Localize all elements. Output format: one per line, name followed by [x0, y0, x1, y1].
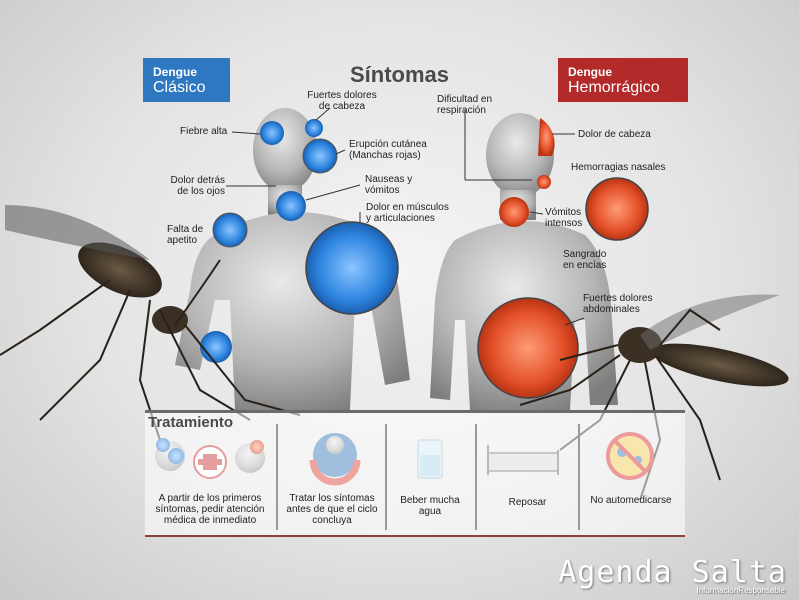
fever-spot	[260, 121, 284, 145]
classic-rash-label: Erupción cutánea (Manchas rojas)	[349, 139, 427, 161]
treatment-divider	[475, 424, 477, 530]
classic-badge-line1: Dengue	[153, 65, 198, 79]
classic-headache-label: Fuertes dolores de cabeza	[307, 90, 377, 112]
classic-fever-label: Fiebre alta	[180, 126, 228, 137]
classic-dengue-badge: Dengue Clásico	[143, 58, 230, 102]
treatment-item: Tratar los síntomas antes de que el cicl…	[286, 493, 378, 526]
treatment-title: Tratamiento	[148, 414, 234, 431]
abdomen-spot	[477, 297, 579, 399]
treatment-item: Beber mucha agua	[400, 495, 460, 517]
joint-spot	[200, 331, 232, 363]
treatment-item: Reposar	[508, 497, 547, 508]
classic-appetite-label: Falta de apetito	[167, 224, 204, 246]
treatment-divider	[578, 424, 580, 530]
hemorrhagic-breathing-label: Dificultad en respiración	[437, 94, 493, 116]
treatment-top-rule	[145, 410, 685, 413]
page-title: Síntomas	[350, 62, 450, 87]
classic-muscle-pain-label: Dolor en músculos y articulaciones	[366, 202, 449, 224]
classic-nausea-label: Nauseas y vómitos	[365, 174, 413, 196]
hemorrhagic-badge-line1: Dengue	[568, 65, 613, 79]
hemorrhagic-dengue-badge: Dengue Hemorrágico	[558, 58, 688, 102]
muscle-spot	[305, 221, 399, 315]
hemorrhagic-vomiting-label: Vómitos intensos	[545, 207, 583, 229]
hemorrhagic-abdominal-label: Fuertes dolores abdominales	[583, 293, 653, 315]
throat-spot	[499, 197, 529, 227]
hemorrhagic-gum-bleeding-label: Sangrado en encías	[563, 249, 607, 271]
classic-badge-line2: Clásico	[153, 79, 206, 96]
treatment-item: A partir de los primeros síntomas, pedir…	[155, 493, 265, 526]
treatment-divider	[276, 424, 278, 530]
nose-spot	[537, 175, 551, 189]
appetite-spot	[212, 212, 248, 248]
head-pain-spot	[538, 118, 555, 156]
treatment-panel	[145, 413, 685, 535]
agenda-salta-tagline: InformaciónResponsable	[696, 586, 786, 595]
treatment-divider	[385, 424, 387, 530]
treatment-bottom-rule	[145, 535, 685, 537]
treatment-item: No automedicarse	[590, 495, 672, 506]
hemorrhagic-nosebleeds-label: Hemorragias nasales	[571, 162, 666, 173]
headache-spot	[305, 119, 323, 137]
hemorrhagic-headache-label: Dolor de cabeza	[578, 129, 651, 140]
face-spot	[585, 177, 649, 241]
rash-spot	[302, 138, 338, 174]
agenda-salta-logo: Agenda Salta	[558, 555, 787, 590]
nausea-spot	[276, 191, 306, 221]
hemorrhagic-badge-line2: Hemorrágico	[568, 79, 660, 96]
classic-eye-pain-label: Dolor detrás de los ojos	[170, 175, 225, 197]
